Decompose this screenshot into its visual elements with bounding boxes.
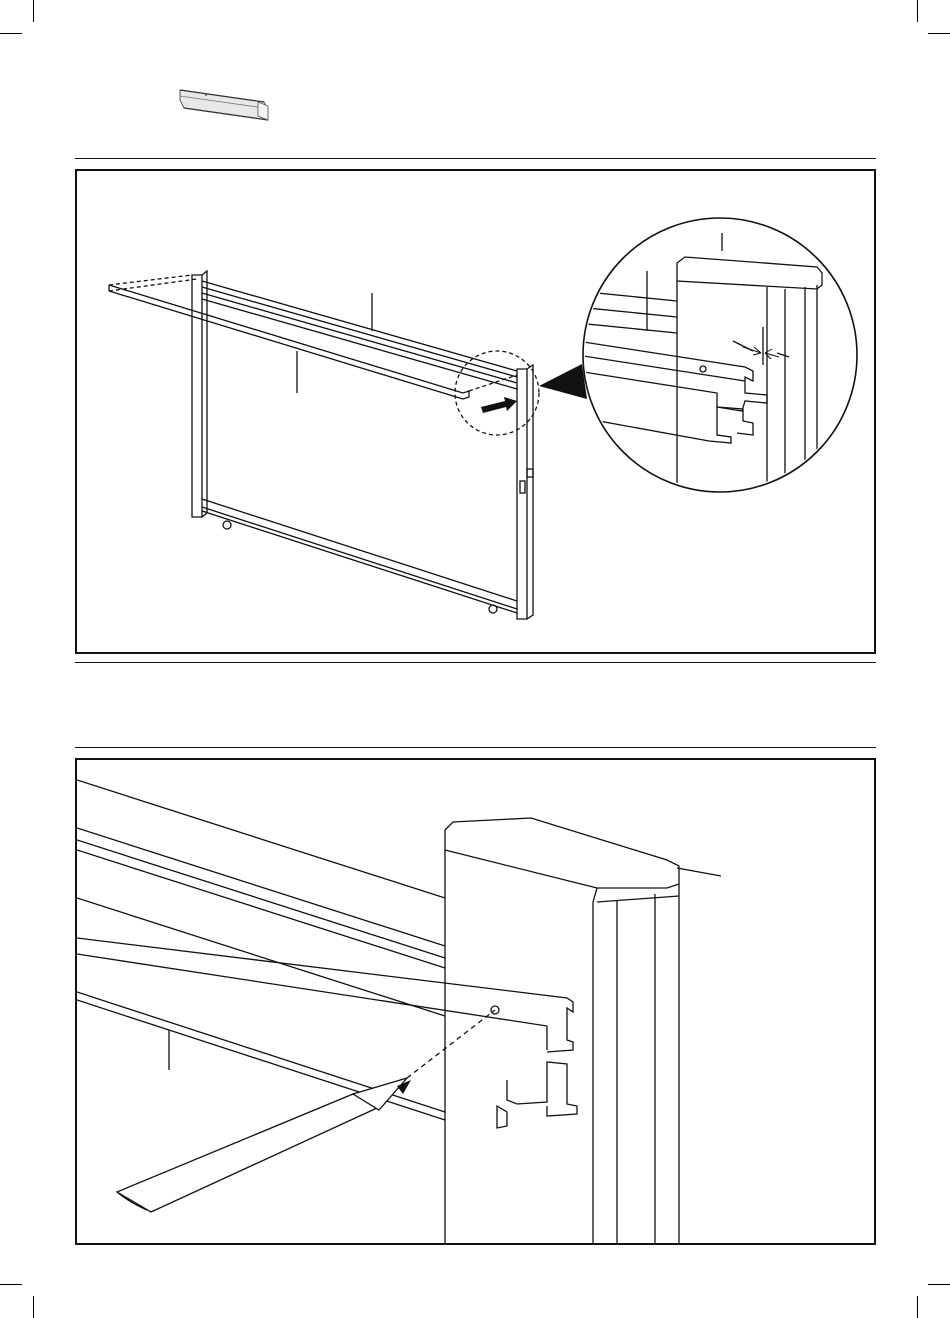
section-rule-1: [75, 158, 876, 159]
crop-mark-top-left-v: [33, 0, 34, 22]
crop-mark-top-right-v: [917, 0, 918, 22]
rail-profile-icon: [176, 84, 272, 126]
crop-mark-bottom-right-v: [917, 1296, 918, 1318]
crop-mark-top-right-h: [928, 33, 950, 34]
section-rule-2: [75, 662, 876, 663]
rail-marking-with-pencil-illustration: [77, 760, 874, 1243]
crop-mark-bottom-left-v: [33, 1296, 34, 1318]
section-rule-3: [75, 747, 876, 748]
step-panel-rail-marking: [75, 758, 876, 1245]
crop-mark-bottom-right-h: [928, 1284, 950, 1285]
crop-mark-bottom-left-h: [0, 1284, 22, 1285]
step-panel-rail-mounting: [75, 169, 876, 654]
crop-mark-top-left-h: [0, 33, 22, 34]
frame-rail-mounting-illustration: [77, 171, 874, 652]
